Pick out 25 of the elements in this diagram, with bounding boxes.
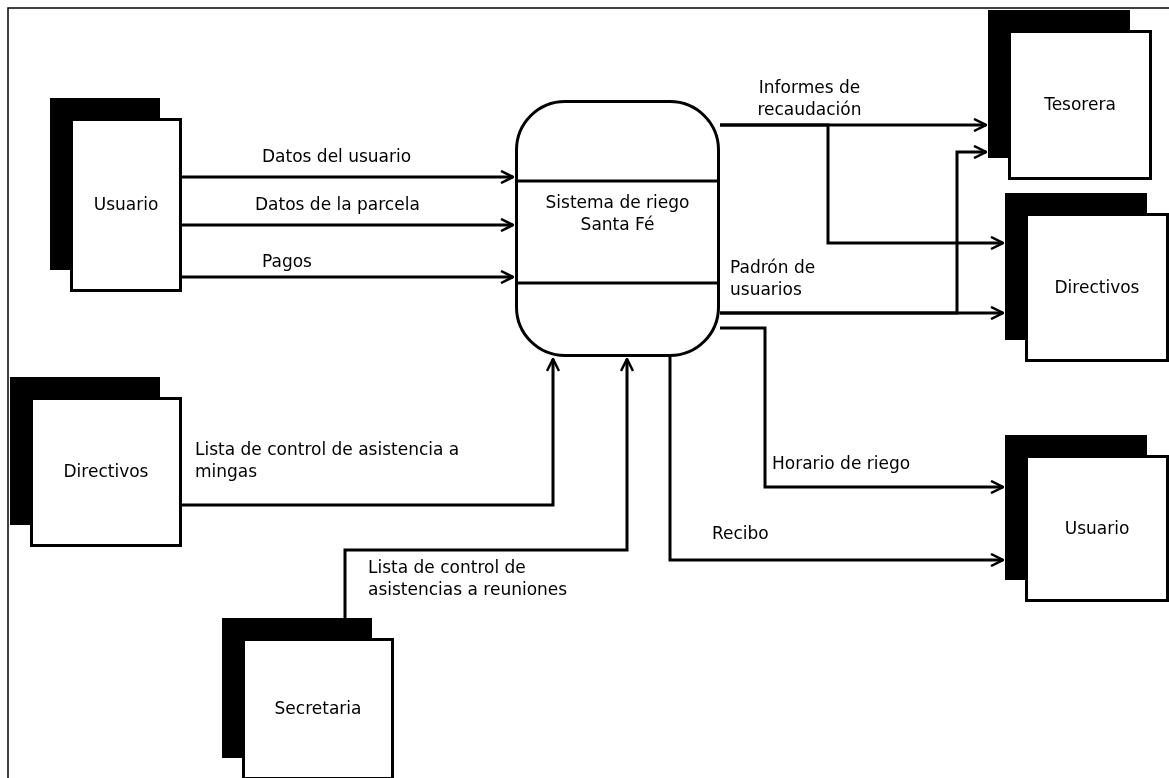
entity-label: Secretaria — [273, 697, 363, 720]
entity-label: Usuario — [92, 193, 160, 216]
entity-label: Tesorera — [1043, 93, 1117, 116]
external-entity-box — [50, 98, 182, 292]
entity-label: Directivos — [62, 460, 150, 483]
external-entity-box — [10, 377, 182, 547]
arrow — [182, 169, 515, 185]
arrow — [668, 357, 1005, 568]
arrow — [720, 144, 988, 315]
arrow — [720, 326, 1005, 495]
arrow — [720, 123, 1005, 251]
edge-label: Datos de la parcela — [255, 193, 420, 216]
entity-label: Usuario — [1063, 516, 1131, 539]
external-entity-box — [222, 618, 394, 778]
edge-label: Horario de riego — [772, 452, 911, 475]
external-entity-box — [988, 10, 1152, 180]
entity-label: Directivos — [1053, 275, 1141, 298]
process-box — [515, 100, 720, 357]
external-entity-box — [1005, 193, 1169, 362]
arrow — [182, 269, 515, 285]
arrow — [343, 357, 635, 618]
process-label: Sistema de riego Santa Fé — [544, 191, 691, 236]
arrow — [182, 217, 515, 233]
arrow — [182, 357, 561, 507]
external-entity-box — [1005, 435, 1169, 602]
